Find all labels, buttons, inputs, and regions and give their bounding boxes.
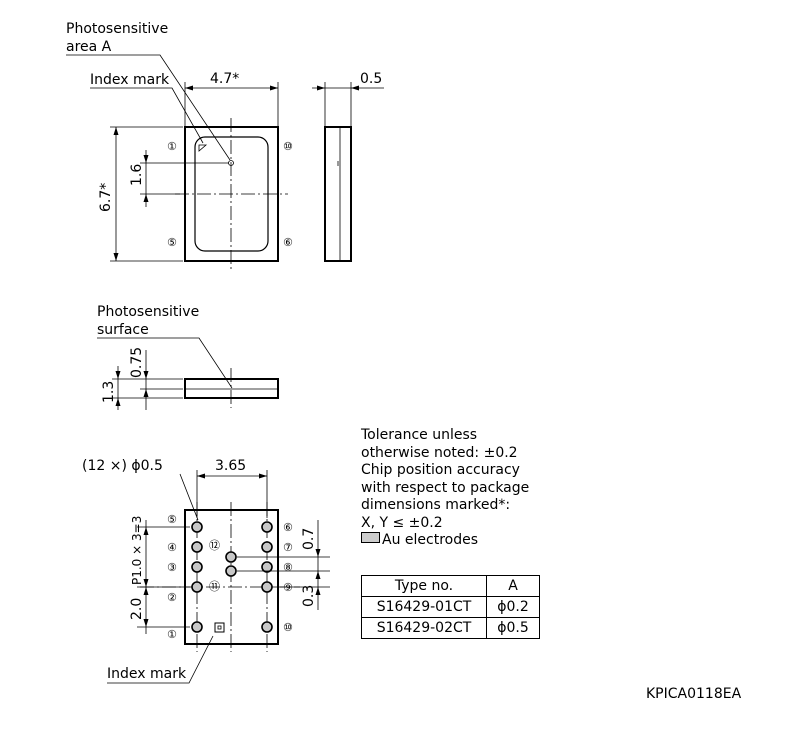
bottom-right-dim-top: 0.7 (301, 528, 317, 550)
table-header: A (486, 575, 540, 597)
photosensitive-surface-label-2: surface (97, 322, 149, 338)
note-line: Chip position accuracy (361, 462, 520, 478)
section-view: Photosensitive surface 0.75 1.3 (97, 304, 279, 410)
document-code: KPICA0118EA (646, 686, 742, 702)
electrode-pad (191, 581, 203, 593)
table-header-row: Type no. A (361, 575, 540, 597)
table-row: S16429-01CT ϕ0.2 (361, 596, 540, 618)
pin-number: ③ (167, 561, 177, 574)
electrode-pad (191, 541, 203, 553)
electrode-pad (261, 621, 273, 633)
pin-number: ② (167, 591, 177, 604)
pin-number: ⑤ (167, 236, 177, 249)
legend-label: Au electrodes (382, 532, 479, 548)
top-view: Photosensitive area A Index mark 4.7* 6.… (66, 21, 293, 270)
pin-number: ⑫ (209, 539, 220, 552)
section-height-dim: 1.3 (101, 381, 117, 403)
note-line: otherwise noted: ±0.2 (361, 444, 518, 461)
index-mark-triangle (198, 144, 208, 152)
table-row: S16429-02CT ϕ0.5 (361, 617, 540, 639)
electrode-pad (191, 621, 203, 633)
bottom-width-dim: 3.65 (215, 458, 246, 474)
pin-number: ⑩ (283, 140, 293, 153)
left-pad-column (191, 521, 203, 633)
right-pad-column (261, 521, 273, 633)
photosensitive-area-label-2: area A (66, 39, 112, 55)
side-package-outline (324, 126, 352, 262)
top-height-dim: 6.7* (98, 183, 114, 212)
pin-number: ⑥ (283, 521, 293, 534)
photosensitive-surface-label: Photosensitive (97, 304, 199, 320)
electrode-pad (261, 561, 273, 573)
pin-number: ⑨ (283, 581, 293, 594)
section-depth-dim: 0.75 (129, 347, 145, 378)
electrode-pad (191, 521, 203, 533)
note-line: dimensions marked*: (361, 497, 511, 513)
note-line: with respect to package (361, 479, 530, 496)
pin-number: ⑪ (209, 580, 220, 593)
electrode-pad (261, 521, 273, 533)
type-table: Type no. A S16429-01CT ϕ0.2 S16429-02CT … (361, 575, 540, 639)
index-mark-label-top: Index mark (90, 72, 170, 88)
bottom-view: (12 ×) ϕ0.5 3.65 (82, 458, 330, 684)
pin-number: ① (167, 140, 177, 153)
table-cell: ϕ0.5 (486, 617, 540, 639)
photosensitive-area-label: Photosensitive (66, 21, 168, 37)
electrode-legend: Au electrodes (361, 532, 529, 550)
bottom-package-outline (184, 509, 279, 645)
pad-count-label: (12 ×) ϕ0.5 (82, 458, 163, 474)
table-cell: ϕ0.2 (486, 596, 540, 618)
electrode-pad (225, 551, 237, 563)
electrode-pad (261, 581, 273, 593)
note-line: Tolerance unless (361, 427, 478, 443)
side-view: 0.5 (312, 71, 384, 262)
pin-number: ⑩ (283, 621, 293, 634)
top-offset-dim: 1.6 (129, 164, 145, 186)
pin-number: ⑥ (283, 236, 293, 249)
side-thickness-dim: 0.5 (360, 71, 382, 87)
table-cell: S16429-02CT (361, 617, 487, 639)
index-mark-label-bottom: Index mark (107, 666, 187, 682)
pin-number: ⑧ (283, 561, 293, 574)
section-package-outline (184, 378, 279, 399)
electrode-pad (191, 561, 203, 573)
top-width-dim: 4.7* (210, 71, 239, 87)
note-line: X, Y ≤ ±0.2 (361, 514, 443, 531)
table-header: Type no. (361, 575, 487, 597)
electrode-pad (261, 541, 273, 553)
bottom-pitch-dim: P1.0 × 3=3 (130, 516, 144, 585)
pin-number: ① (167, 628, 177, 641)
bottom-offset-dim: 2.0 (129, 598, 145, 620)
tolerance-notes: Tolerance unless otherwise noted: ±0.2 C… (361, 427, 529, 550)
bottom-index-mark (214, 622, 225, 633)
bottom-right-dim-bottom: 0.3 (301, 585, 317, 607)
table-cell: S16429-01CT (361, 596, 487, 618)
pin-number: ⑤ (167, 513, 177, 526)
legend-swatch (361, 532, 380, 543)
pin-number: ④ (167, 541, 177, 554)
pin-number: ⑦ (283, 541, 293, 554)
electrode-pad (225, 565, 237, 577)
